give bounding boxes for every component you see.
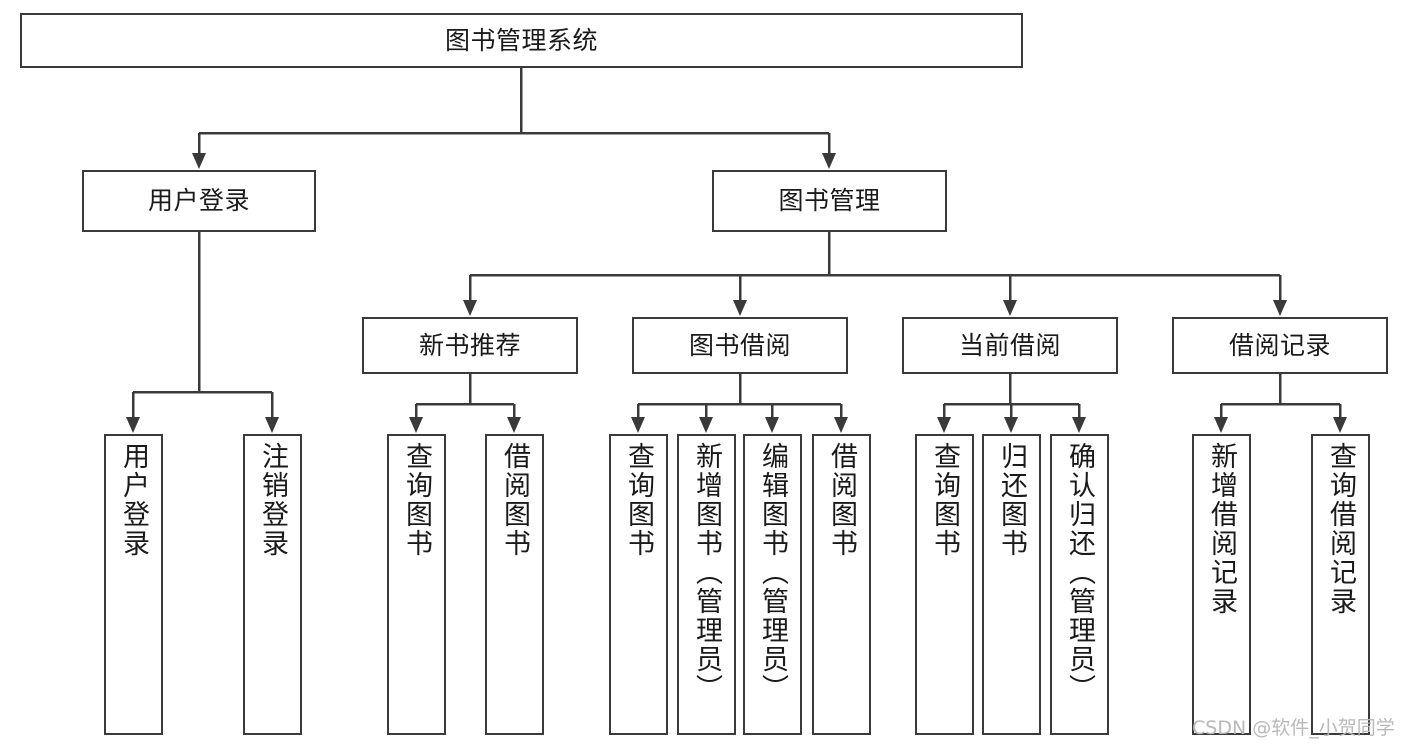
node-l-edit[interactable]: 编辑图书（管理员）	[743, 434, 802, 735]
node-label: 借阅图书	[826, 442, 857, 558]
node-label: 注销登录	[257, 442, 288, 558]
node-bookmgmt[interactable]: 图书管理	[712, 170, 947, 232]
node-l-addrec[interactable]: 新增借阅记录	[1192, 434, 1251, 735]
node-label: 编辑图书（管理员）	[757, 442, 788, 703]
node-label: 查询借阅记录	[1325, 442, 1356, 616]
node-newbook[interactable]: 新书推荐	[362, 317, 578, 374]
node-l-qrec[interactable]: 查询借阅记录	[1311, 434, 1370, 735]
node-l-q1[interactable]: 查询图书	[387, 434, 446, 735]
node-l-conf[interactable]: 确认归还（管理员）	[1050, 434, 1109, 735]
node-l-login[interactable]: 用户登录	[104, 434, 163, 735]
node-current[interactable]: 当前借阅	[902, 317, 1118, 374]
node-login[interactable]: 用户登录	[82, 170, 316, 232]
node-root[interactable]: 图书管理系统	[20, 13, 1023, 68]
node-records[interactable]: 借阅记录	[1172, 317, 1388, 374]
node-l-b2[interactable]: 借阅图书	[812, 434, 871, 735]
node-label: 借阅图书	[499, 442, 530, 558]
node-l-ret[interactable]: 归还图书	[982, 434, 1041, 735]
node-label: 新增借阅记录	[1206, 442, 1237, 616]
node-label: 用户登录	[147, 186, 250, 216]
node-label: 当前借阅	[958, 330, 1061, 360]
node-borrow[interactable]: 图书借阅	[632, 317, 848, 374]
node-label: 借阅记录	[1228, 330, 1331, 360]
watermark-label: CSDN @软件_小贺同学	[1192, 717, 1395, 739]
node-label: 图书借阅	[688, 330, 791, 360]
node-l-q3[interactable]: 查询图书	[915, 434, 974, 735]
node-label: 图书管理系统	[444, 25, 598, 55]
node-l-b1[interactable]: 借阅图书	[485, 434, 544, 735]
node-label: 新增图书（管理员）	[691, 442, 722, 703]
node-label: 查询图书	[929, 442, 960, 558]
node-label: 查询图书	[623, 442, 654, 558]
node-label: 确认归还（管理员）	[1064, 442, 1095, 703]
node-label: 归还图书	[996, 442, 1027, 558]
node-label: 用户登录	[118, 442, 149, 558]
node-label: 新书推荐	[418, 330, 521, 360]
node-label: 查询图书	[401, 442, 432, 558]
node-label: 图书管理	[778, 186, 881, 216]
node-l-add[interactable]: 新增图书（管理员）	[677, 434, 736, 735]
node-l-q2[interactable]: 查询图书	[609, 434, 668, 735]
node-l-logout[interactable]: 注销登录	[243, 434, 302, 735]
